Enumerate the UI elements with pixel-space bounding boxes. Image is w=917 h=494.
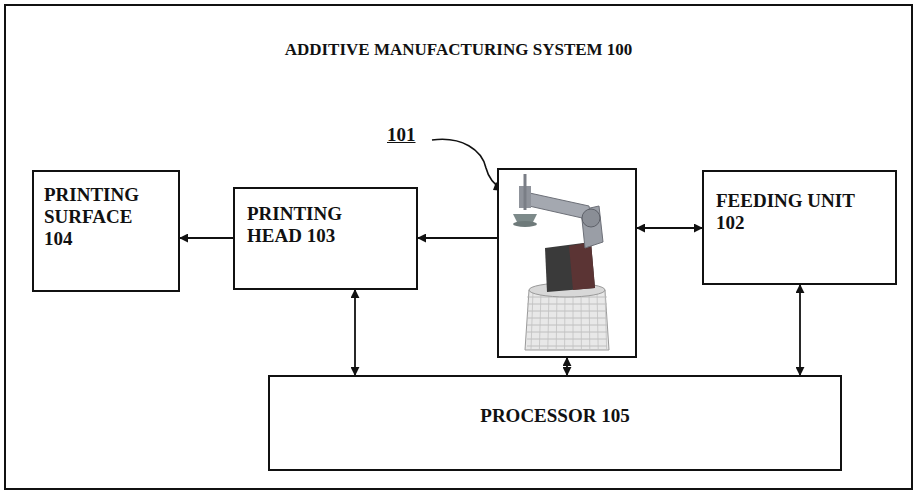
connector-arrow [354,290,356,375]
system-title: ADDITIVE MANUFACTURING SYSTEM 100 [6,40,911,60]
connector-arrow [637,227,702,229]
box-label: PRINTING SURFACE 104 [44,184,162,250]
process-box: FEEDING UNIT 102 [702,170,897,285]
box-label: FEEDING UNIT 102 [716,190,856,234]
robot-box: 101 [497,168,637,358]
connector-arrow [180,237,233,239]
callout-number: 101 [387,124,416,146]
box-label: PRINTING HEAD 103 [247,203,387,247]
process-box: PRINTING HEAD 103 [233,187,418,290]
connector-arrow [799,285,801,375]
box-label: PROCESSOR 105 [480,405,629,427]
processor-box: PROCESSOR 105 [268,375,842,471]
process-box: PRINTING SURFACE 104 [32,170,180,292]
leader-line [432,139,503,190]
connector-arrow [566,358,568,375]
connector-arrow [418,237,497,239]
robot-illustration [499,170,635,356]
system-frame: ADDITIVE MANUFACTURING SYSTEM 100PRINTIN… [4,4,913,490]
